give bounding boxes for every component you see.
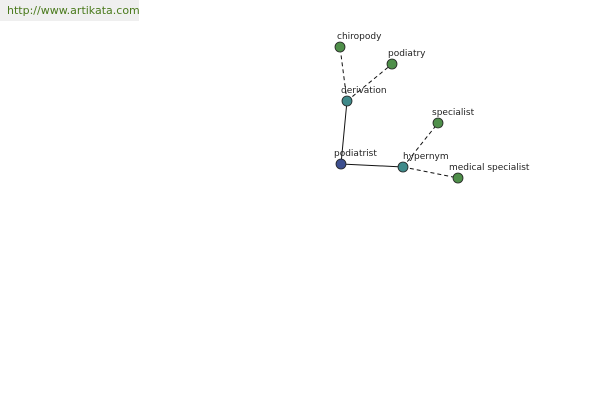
node-label-podiatry[interactable]: podiatry [388, 49, 426, 59]
edge-derivation-to-podiatry [346, 63, 393, 102]
edge-hypernym-to-medical-specialist [402, 166, 459, 179]
node-hypernym[interactable] [397, 161, 409, 173]
node-label-chiropody[interactable]: chiropody [337, 32, 382, 42]
node-podiatrist[interactable] [335, 158, 347, 170]
url-banner: http://www.artikata.com [0, 0, 140, 21]
node-medical-specialist[interactable] [452, 172, 464, 184]
node-label-derivation[interactable]: derivation [341, 86, 387, 96]
node-label-medical-specialist[interactable]: medical specialist [449, 163, 530, 173]
nodes-layer [334, 41, 464, 184]
node-label-specialist[interactable]: specialist [432, 108, 475, 118]
edges-layer [339, 46, 459, 179]
node-derivation[interactable] [341, 95, 353, 107]
edge-hypernym-to-specialist [402, 122, 439, 168]
labels-layer: podiatrist derivation hypernym chiropody pod… [334, 32, 530, 173]
node-specialist[interactable] [432, 117, 444, 129]
node-chiropody[interactable] [334, 41, 346, 53]
site-url-link[interactable]: http://www.artikata.com [7, 4, 140, 17]
node-label-hypernym[interactable]: hypernym [403, 152, 449, 162]
edge-podiatrist-to-derivation [340, 100, 348, 165]
node-podiatry[interactable] [386, 58, 398, 70]
edge-derivation-to-chiropody [339, 46, 348, 102]
node-label-podiatrist[interactable]: podiatrist [334, 149, 377, 159]
edge-podiatrist-to-hypernym [340, 163, 404, 168]
